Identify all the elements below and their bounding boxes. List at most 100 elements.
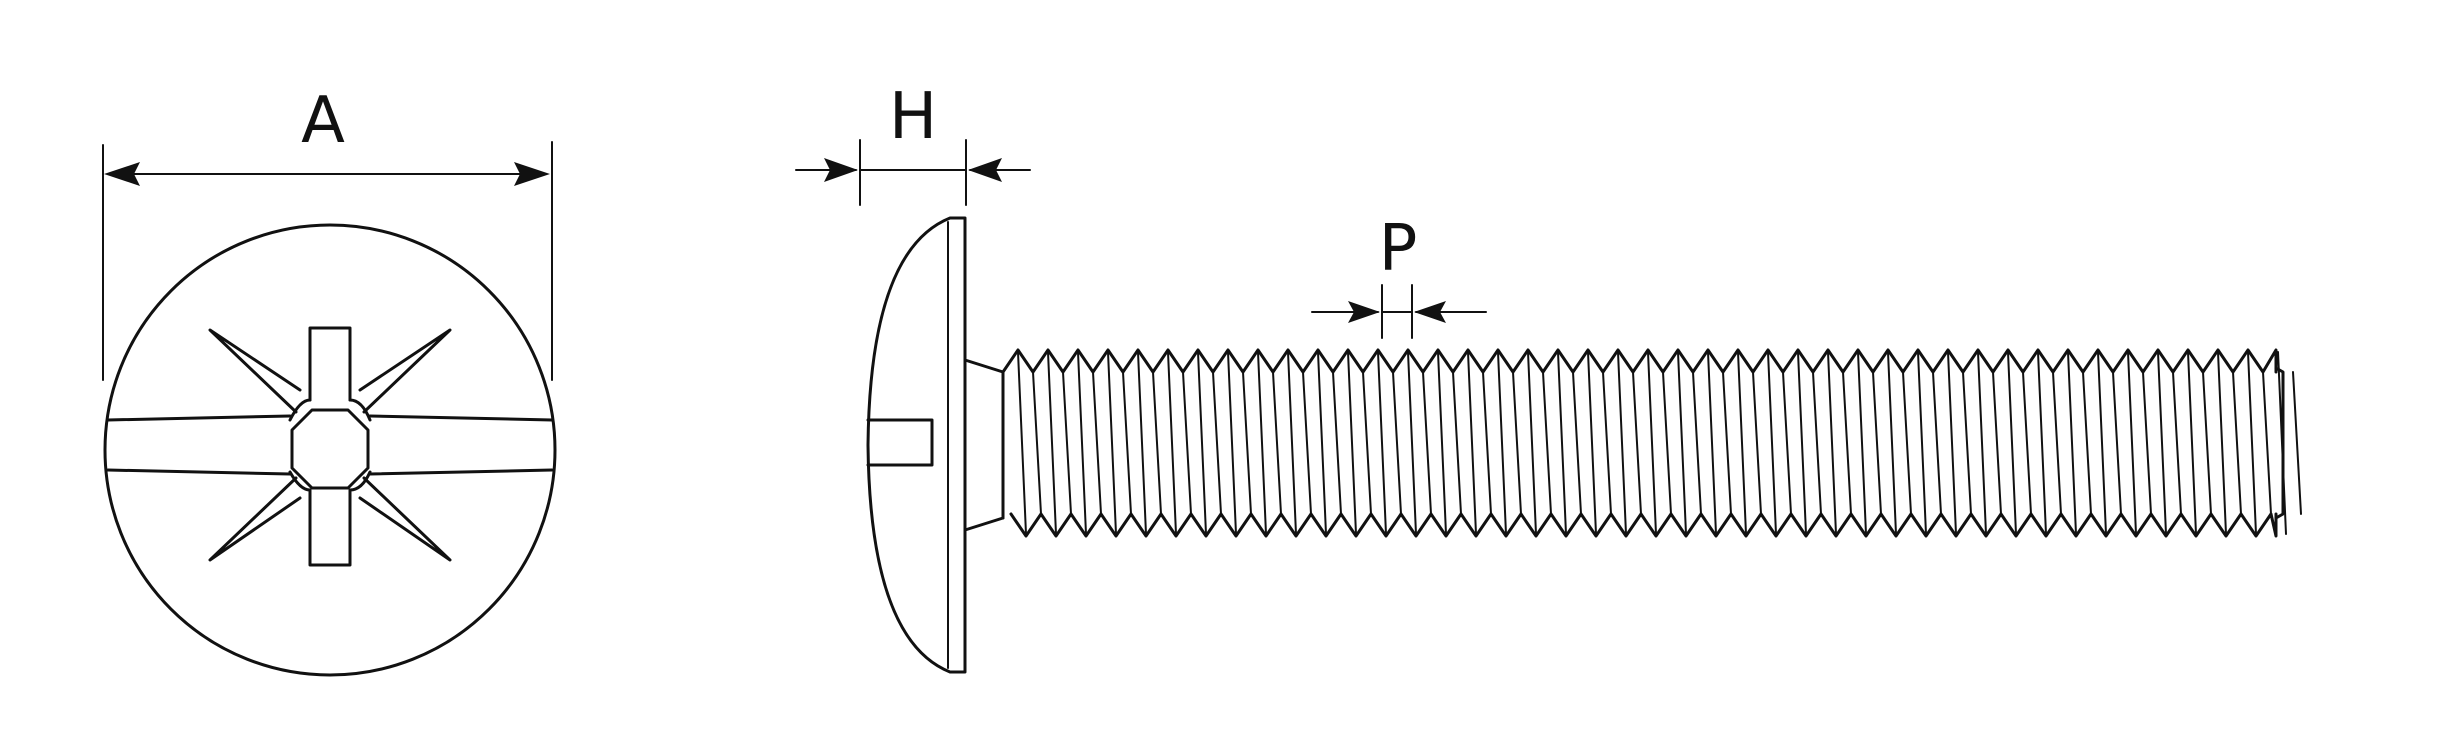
screw-side-view: H P <box>795 80 2302 674</box>
thread-helix-line <box>1557 351 1567 535</box>
screw-head-front-view: A <box>102 84 557 677</box>
thread-root-line <box>1032 371 1042 515</box>
thread-helix-line <box>1797 351 1807 535</box>
thread-root-line <box>1452 371 1462 515</box>
thread-helix-line <box>2187 351 2197 535</box>
dome-slot <box>866 418 934 467</box>
thread-helix-line <box>1647 351 1657 535</box>
thread-root-line <box>1662 371 1672 515</box>
thread-root-line <box>1302 371 1312 515</box>
thread-helix-line <box>1677 351 1687 535</box>
thread-root-line <box>2052 371 2062 515</box>
thread-helix-line <box>2127 351 2137 535</box>
thread-root-line <box>1422 371 1432 515</box>
dimension-a-label: A <box>301 84 345 158</box>
thread-helix-line <box>1977 351 1987 535</box>
thread-root-line <box>2292 371 2302 515</box>
thread-helix-line <box>1377 351 1387 535</box>
thread-helix-line <box>2097 351 2107 535</box>
thread-helix-line <box>2277 351 2287 535</box>
thread-helix-line <box>1947 351 1957 535</box>
thread-helix-line <box>1287 351 1297 535</box>
thread-helix-line <box>2247 351 2257 535</box>
dimension-h-arrow-left <box>824 158 858 182</box>
thread-root-line <box>2112 371 2122 515</box>
thread-root-line <box>1182 371 1192 515</box>
dimension-p-label: P <box>1379 212 1418 286</box>
thread-root-line <box>2202 371 2212 515</box>
dimension-p-arrow-right <box>1414 301 1446 323</box>
thread-helix-line <box>2217 351 2227 535</box>
dimension-a-arrow-left <box>104 162 140 186</box>
thread-root-line <box>1692 371 1702 515</box>
head-outline-circle <box>103 223 557 677</box>
thread-root-line <box>2172 371 2182 515</box>
thread-helix-line <box>1857 351 1867 535</box>
thread-helix-line <box>1257 351 1267 535</box>
thread-helix-line <box>1497 351 1507 535</box>
thread-helix-line <box>2007 351 2017 535</box>
thread-helix-line <box>1347 351 1357 535</box>
thread-helix-line <box>2037 351 2047 535</box>
thread-helix-line <box>1467 351 1477 535</box>
thread-root-line <box>1062 371 1072 515</box>
thread-root-line <box>1152 371 1162 515</box>
thread-helix-line <box>1587 351 1597 535</box>
thread-helix-line <box>1317 351 1327 535</box>
dimension-p-arrow-left <box>1348 301 1380 323</box>
thread-profile <box>1001 348 2302 538</box>
recess-flares <box>288 398 372 492</box>
thread-root-line <box>1812 371 1822 515</box>
thread-top-crests <box>1001 348 2278 374</box>
thread-root-line <box>1842 371 1852 515</box>
dimension-h-arrow-right <box>968 158 1002 182</box>
thread-helix-line <box>2067 351 2077 535</box>
thread-helix-line <box>1047 351 1057 535</box>
thread-helix-line <box>1437 351 1447 535</box>
horizontal-slot <box>106 414 554 476</box>
thread-root-line <box>1572 371 1582 515</box>
thread-helix-line <box>1077 351 1087 535</box>
thread-root-line <box>1392 371 1402 515</box>
thread-root-line <box>1932 371 1942 515</box>
thread-helix-line <box>1827 351 1837 535</box>
thread-root-line <box>1272 371 1282 515</box>
thread-helix-line <box>1107 351 1117 535</box>
thread-helix-line <box>1767 351 1777 535</box>
thread-root-line <box>1872 371 1882 515</box>
dimension-a-arrow-right <box>514 162 550 186</box>
thread-helix-line <box>1527 351 1537 535</box>
thread-helix-line <box>1917 351 1927 535</box>
thread-helix-line <box>1707 351 1717 535</box>
thread-helix-line <box>2157 351 2167 535</box>
thread-helix-line <box>1167 351 1177 535</box>
pozi-star-spikes <box>208 328 452 562</box>
thread-helix-line <box>1017 351 1027 535</box>
thread-root-line <box>1212 371 1222 515</box>
thread-root-line <box>1992 371 2002 515</box>
thread-helix-line <box>1617 351 1627 535</box>
thread-root-line <box>1632 371 1642 515</box>
thread-root-line <box>1512 371 1522 515</box>
thread-root-line <box>2232 371 2242 515</box>
thread-helix-line <box>1227 351 1237 535</box>
thread-root-line <box>2262 371 2272 515</box>
thread-helix-line <box>1137 351 1147 535</box>
thread-root-line <box>1782 371 1792 515</box>
thread-root-line <box>1332 371 1342 515</box>
thread-root-line <box>1752 371 1762 515</box>
underhead-fillet <box>963 358 1005 532</box>
vertical-recess <box>308 326 352 567</box>
thread-root-line <box>1242 371 1252 515</box>
thread-helix-line <box>1737 351 1747 535</box>
thread-root-line <box>2022 371 2032 515</box>
dome-head <box>866 216 967 674</box>
thread-root-line <box>1902 371 1912 515</box>
thread-root-line <box>2082 371 2092 515</box>
dimension-h-label: H <box>889 80 937 154</box>
thread-bottom-crests <box>1009 512 2278 538</box>
thread-helix-line <box>1197 351 1207 535</box>
thread-root-line <box>1962 371 1972 515</box>
thread-root-line <box>1122 371 1132 515</box>
